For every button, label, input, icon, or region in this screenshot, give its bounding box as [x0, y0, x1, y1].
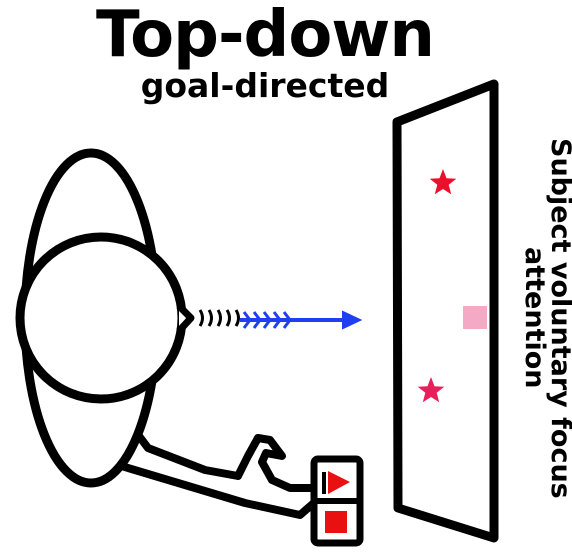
stop-icon[interactable]	[325, 511, 347, 533]
diagram-title: Top-down	[0, 2, 530, 68]
person-head-topview-icon	[20, 153, 191, 483]
nose	[179, 306, 191, 331]
remote-control-icon	[314, 459, 360, 543]
head-inner-circle	[20, 237, 182, 399]
sound-waves-icon	[200, 310, 239, 326]
arm-icon	[108, 430, 318, 515]
arrow-head	[343, 312, 360, 328]
diagram-subtitle: goal-directed	[0, 68, 530, 104]
arrow-right-icon	[240, 312, 360, 328]
side-label-line2: attention	[519, 247, 550, 389]
square-icon	[463, 306, 487, 329]
